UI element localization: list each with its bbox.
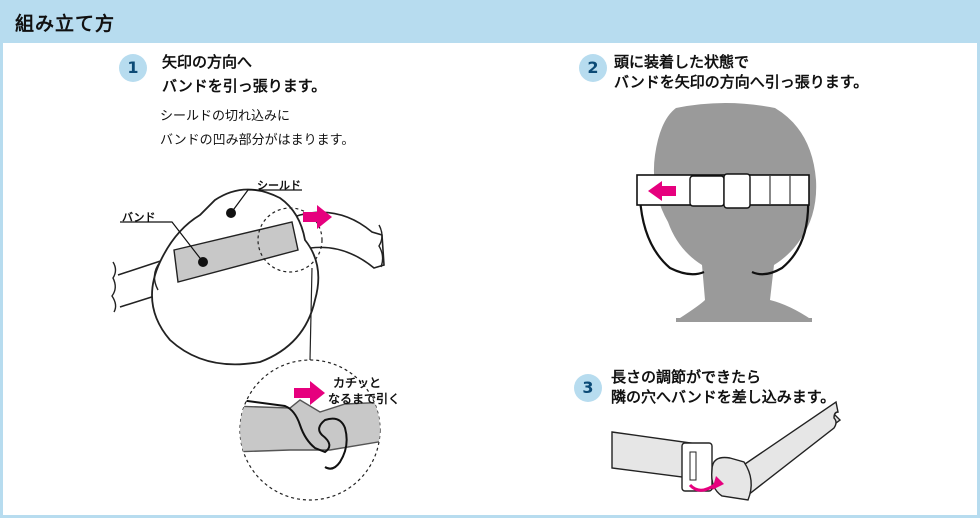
- click-label-line-1: カチッと: [333, 376, 382, 390]
- arrow-right-icon: [294, 381, 325, 405]
- step-1-note-line-1: シールドの切れ込みに: [160, 109, 291, 124]
- band-label: バンド: [122, 211, 156, 224]
- step-1-illustration: [111, 188, 385, 501]
- step-2-title-line-1: 頭に装着した状態で: [614, 53, 750, 71]
- step-2-illustration: [636, 103, 817, 322]
- arrow-left-icon: [648, 181, 676, 201]
- step-1-number: 1: [119, 54, 147, 82]
- section-header: 組み立て方: [3, 3, 977, 43]
- step-3-number: 3: [574, 374, 602, 402]
- arrow-right-icon: [303, 205, 332, 229]
- step-3-title-line-2: 隣の穴へバンドを差し込みます。: [611, 388, 836, 406]
- step-1-title-line-1: 矢印の方向へ: [162, 53, 253, 71]
- step-2-title-line-2: バンドを矢印の方向へ引っ張ります。: [614, 73, 869, 91]
- step-3-illustration: [611, 400, 842, 501]
- curved-arrow-icon: [688, 476, 724, 492]
- step-2-number: 2: [579, 54, 607, 82]
- step-1-title-line-2: バンドを引っ張ります。: [162, 77, 327, 95]
- click-label-line-2: なるまで引く: [328, 392, 401, 406]
- step-1-note-line-2: バンドの凹み部分がはまります。: [160, 133, 355, 148]
- shield-label: シールド: [257, 179, 301, 192]
- step-3-title-line-1: 長さの調節ができたら: [611, 368, 762, 386]
- section-title: 組み立て方: [15, 13, 116, 35]
